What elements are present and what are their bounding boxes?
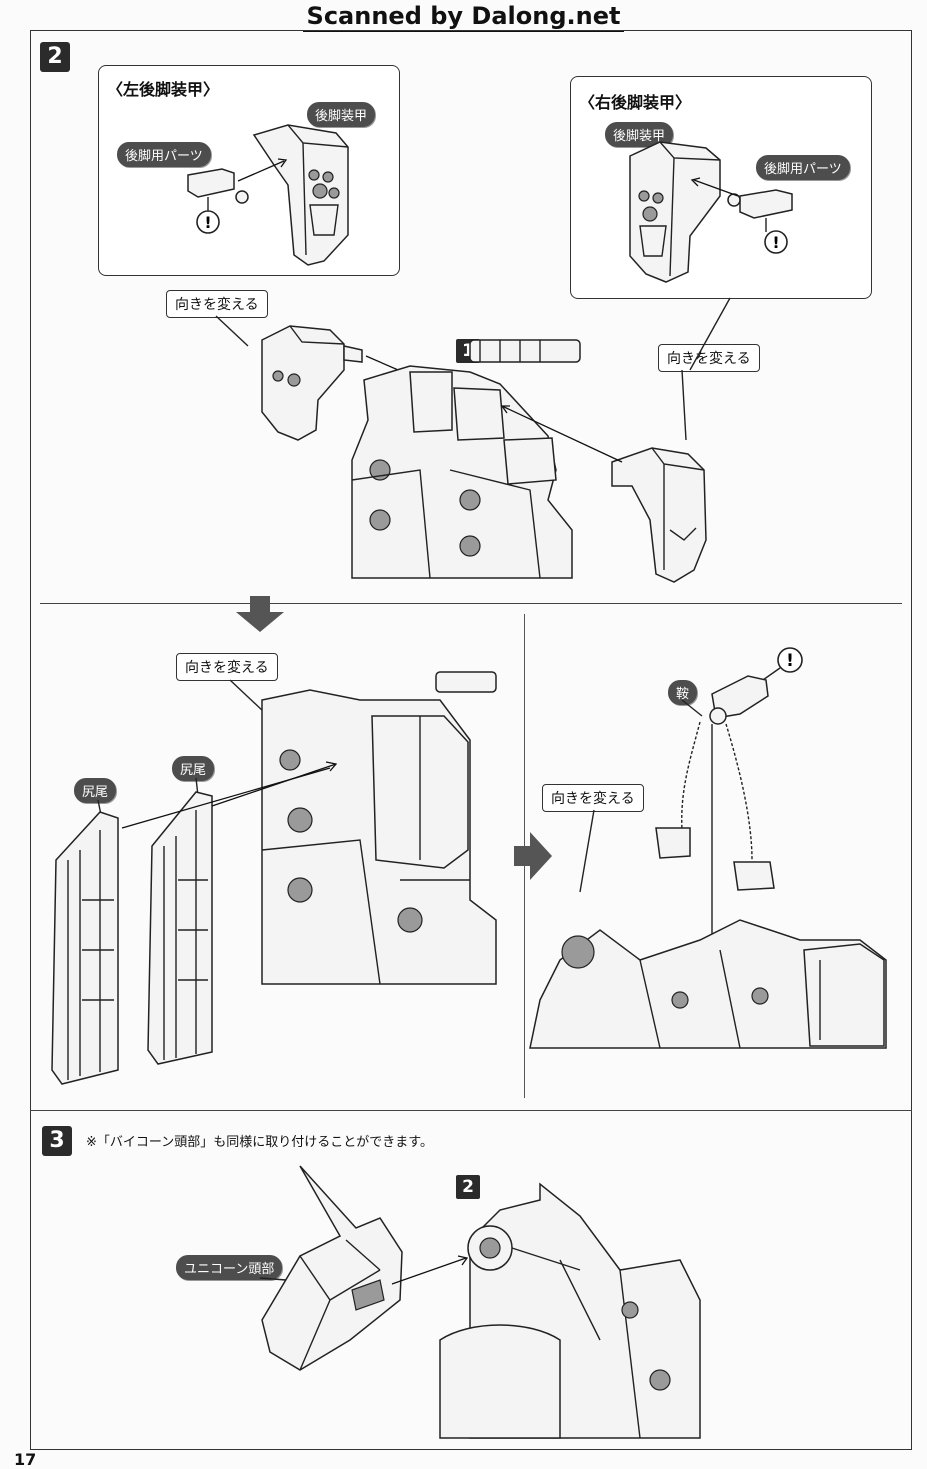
left-label-rear-parts: 後脚用パーツ	[117, 142, 211, 167]
callout-turn-around-right: 向きを変える	[658, 344, 760, 372]
saddle-caution-icon: !	[786, 651, 794, 671]
divider-step3	[30, 1110, 912, 1111]
callout-turn-around-left: 向きを変える	[166, 290, 268, 318]
label-unicorn-head: ユニコーン頭部	[176, 1255, 283, 1280]
right-inset-title: 〈右後脚装甲〉	[579, 93, 692, 112]
callout-turn-around-lower-right: 向きを変える	[542, 784, 644, 812]
scan-credit: Scanned by Dalong.net	[0, 2, 927, 32]
label-tail-1: 尻尾	[74, 778, 117, 803]
divider-step2-middle	[40, 603, 902, 604]
right-rear-leg-inset: 〈右後脚装甲〉 後脚装甲 後脚用パーツ	[570, 76, 872, 299]
right-caution-icon: !	[772, 233, 779, 252]
ref-step-2-badge: 2	[456, 1175, 480, 1199]
right-label-rear-parts: 後脚用パーツ	[756, 155, 850, 180]
left-rear-leg-inset: 〈左後脚装甲〉 後脚装甲 後脚用パーツ	[98, 65, 400, 276]
step-3-badge: 3	[42, 1126, 72, 1156]
callout-turn-around-lower-left: 向きを変える	[176, 653, 278, 681]
step-2-badge: 2	[40, 42, 70, 72]
left-armor-drawing: !	[187, 124, 349, 266]
left-caution-icon: !	[204, 213, 211, 232]
label-tail-2: 尻尾	[172, 756, 215, 781]
left-label-rear-armor: 後脚装甲	[307, 102, 376, 127]
page-number: 17	[14, 1450, 37, 1469]
bicorn-head-note: ※「バイコーン頭部」も同様に取り付けることができます。	[86, 1135, 433, 1150]
right-armor-drawing: !	[629, 141, 793, 283]
page-frame	[30, 30, 912, 1450]
left-inset-title: 〈左後脚装甲〉	[107, 80, 220, 99]
